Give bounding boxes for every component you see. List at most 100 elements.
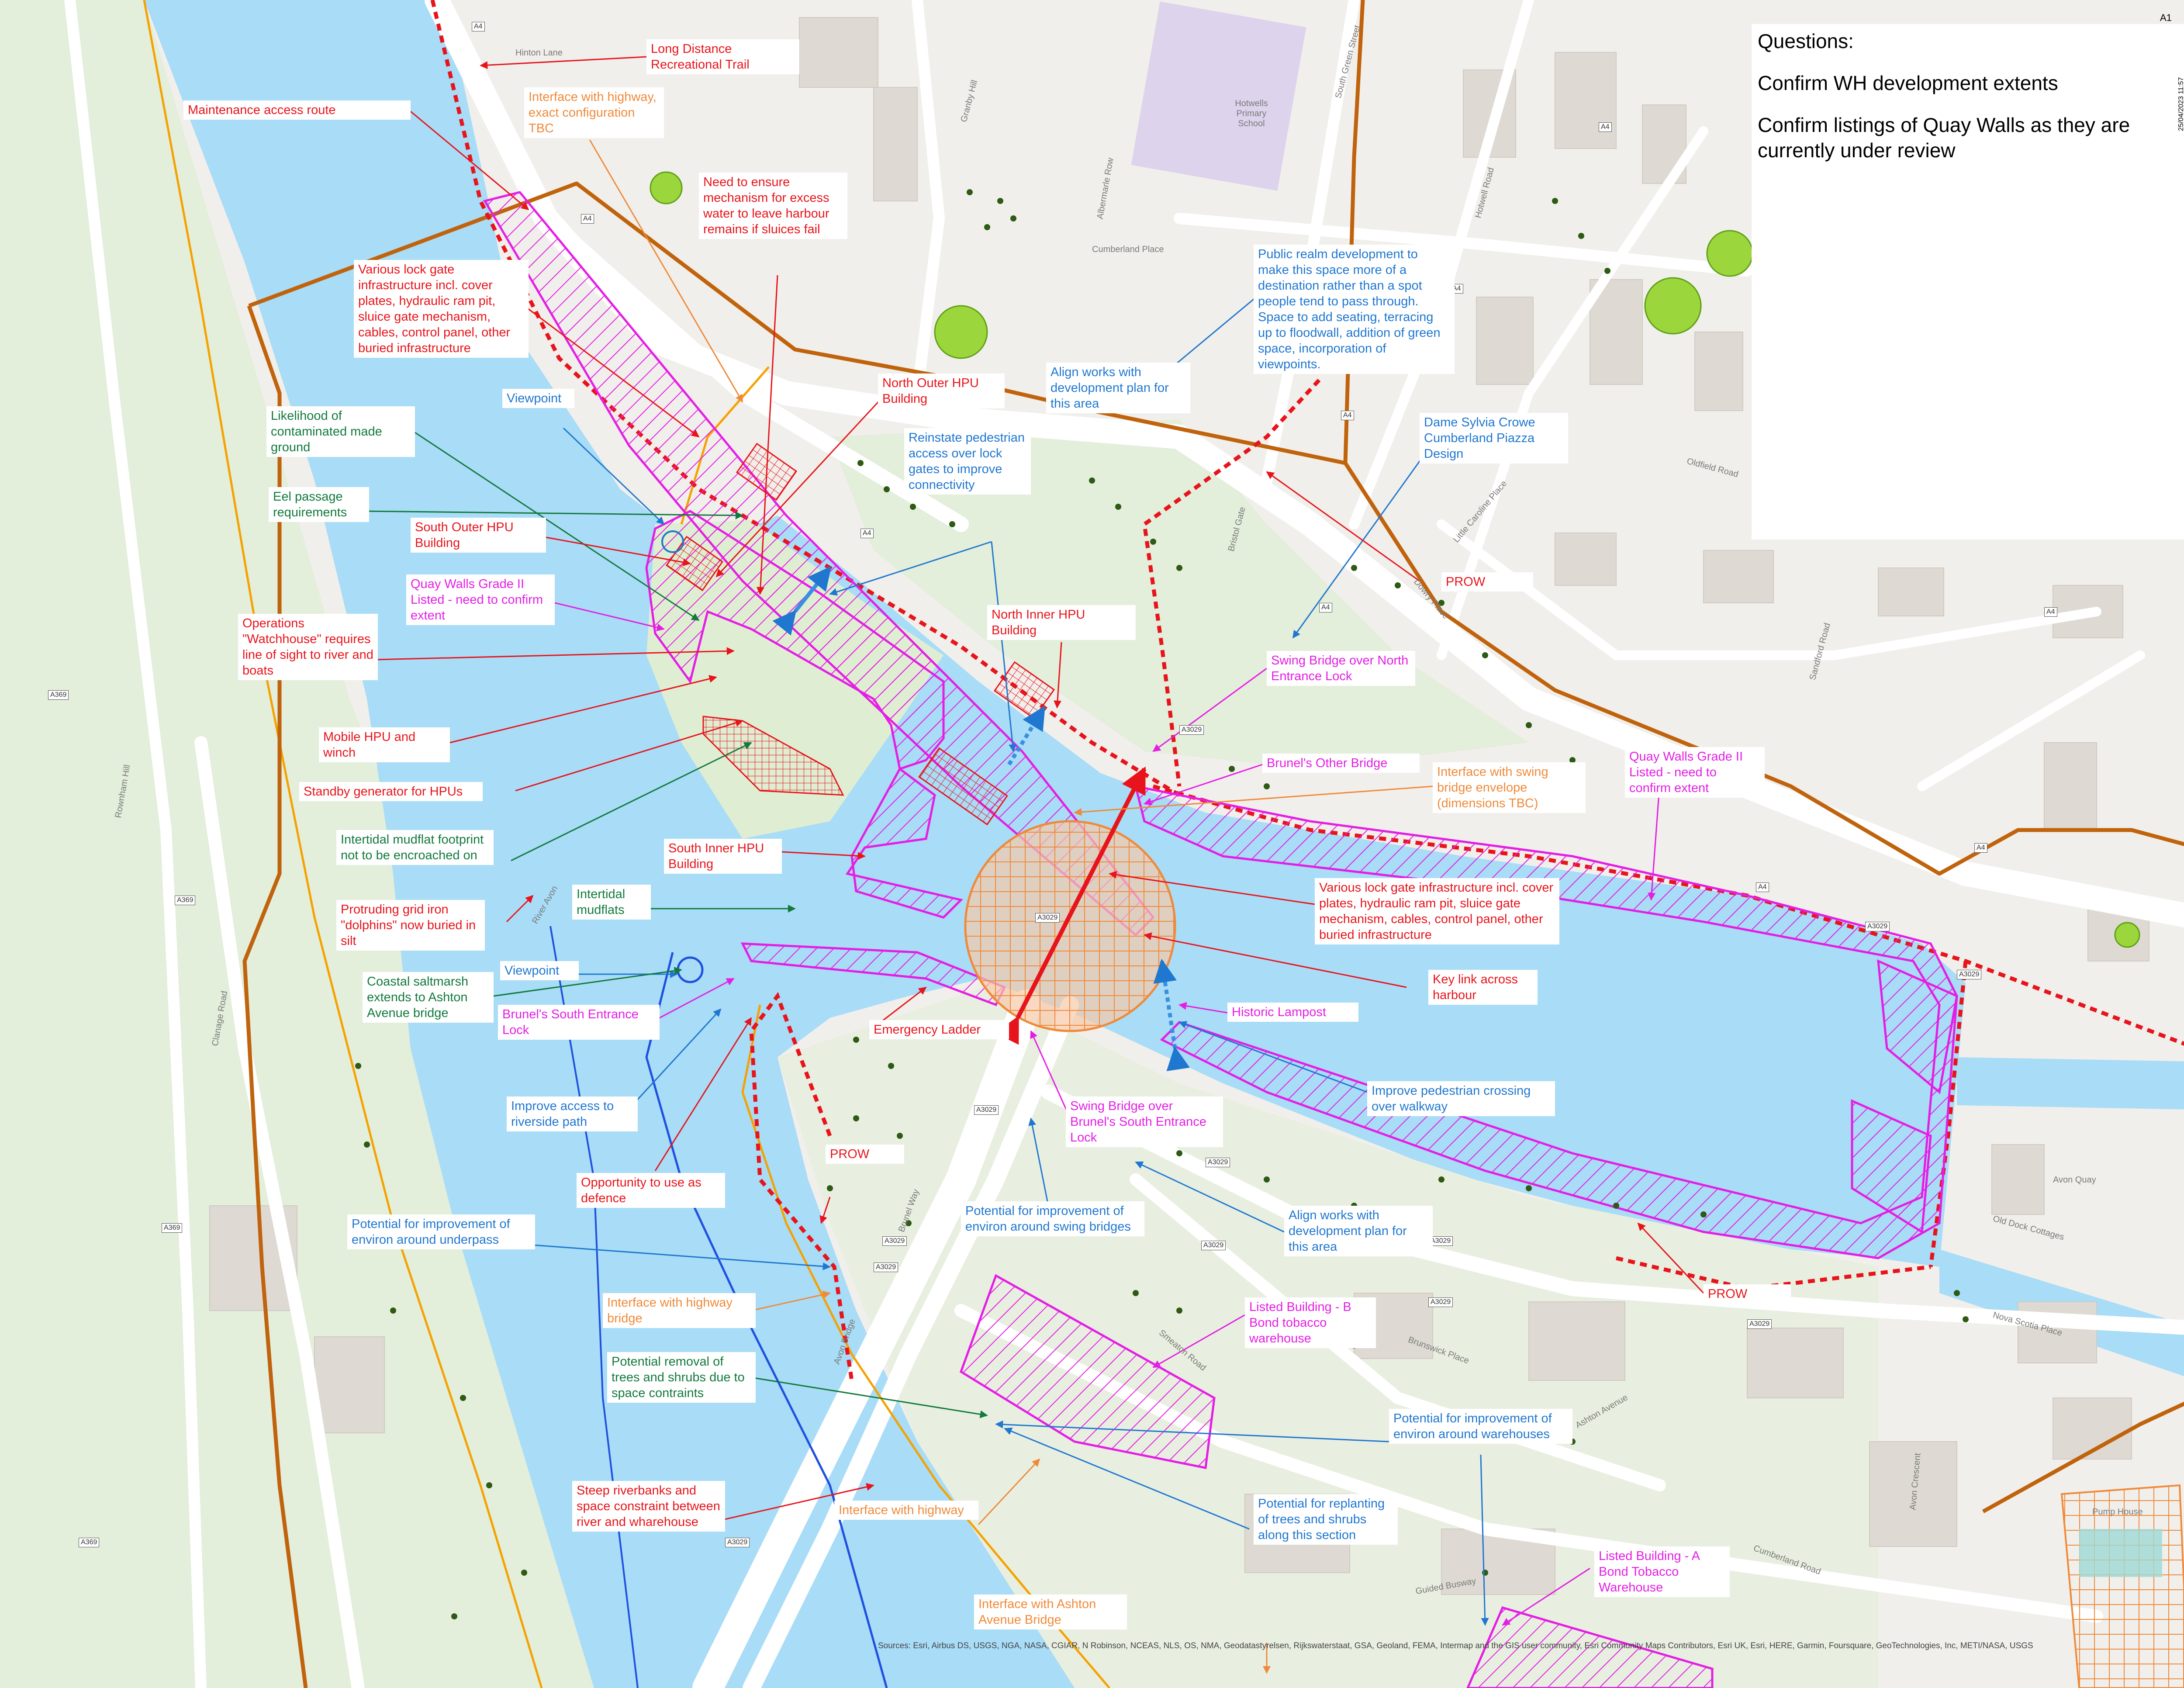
- road-shield-a4: A4: [1341, 411, 1354, 420]
- note-south-inner-hpu: South Inner HPU Building: [664, 839, 782, 874]
- note-steep-riverbanks: Steep riverbanks and space constraint be…: [572, 1481, 725, 1532]
- note-replanting-trees: Potential for replanting of trees and sh…: [1254, 1494, 1398, 1545]
- road-shield-a3029: A3029: [1957, 970, 1982, 979]
- note-lock-gate-north: Various lock gate infrastructure incl. c…: [354, 260, 529, 358]
- road-shield-a369: A369: [48, 690, 69, 700]
- road-shield-a3029: A3029: [1865, 922, 1890, 931]
- reinstate-access-arrow-3: [1153, 958, 1190, 1072]
- road-shield-a4: A4: [860, 529, 874, 538]
- note-prow-west: PROW: [826, 1145, 904, 1164]
- questions-panel: Questions: Confirm WH development extent…: [1752, 24, 2184, 540]
- note-listed-building-b: Listed Building - B Bond tobacco warehou…: [1245, 1297, 1376, 1348]
- note-north-outer-hpu: North Outer HPU Building: [878, 374, 1005, 408]
- road-shield-a3029: A3029: [874, 1263, 898, 1272]
- blue-boundary-west: [549, 926, 639, 1688]
- note-improve-crossing: Improve pedestrian crossing over walkway: [1367, 1081, 1555, 1116]
- swing-bridge-envelope-grid: [965, 821, 1175, 1031]
- label-hotwells-school: Hotwells Primary School: [1235, 99, 1268, 128]
- note-quay-walls-west: Quay Walls Grade II Listed - need to con…: [406, 574, 555, 625]
- note-brunels-other-bridge: Brunel's Other Bridge: [1262, 754, 1420, 773]
- note-coastal-saltmarsh: Coastal saltmarsh extends to Ashton Aven…: [363, 972, 494, 1023]
- note-riverside-path: Improve access to riverside path: [507, 1097, 638, 1131]
- note-interface-highway: Interface with highway: [834, 1501, 978, 1520]
- note-removal-trees: Potential removal of trees and shrubs du…: [607, 1352, 756, 1403]
- note-interface-highway-bridge: Interface with highway bridge: [603, 1293, 756, 1328]
- note-emergency-ladder: Emergency Ladder: [869, 1020, 1009, 1039]
- road-shield-a4: A4: [1756, 882, 1769, 892]
- road-shield-a3029: A3029: [1428, 1297, 1453, 1307]
- note-maintenance-access: Maintenance access route: [183, 100, 411, 120]
- note-align-works-north: Align works with development plan for th…: [1046, 363, 1190, 413]
- note-lock-gate-south: Various lock gate infrastructure incl. c…: [1315, 878, 1559, 944]
- note-standby-generator: Standby generator for HPUs: [299, 782, 483, 801]
- note-interface-highway-tbc: Interface with highway, exact configurat…: [524, 87, 664, 138]
- road-shield-a3029: A3029: [882, 1236, 907, 1246]
- note-grid-iron: Protruding grid iron "dolphins" now buri…: [336, 900, 485, 951]
- road-shield-a3029: A3029: [1747, 1319, 1772, 1329]
- viewpoint-marker-north: [661, 530, 684, 553]
- note-environ-swing-bridges: Potential for improvement of environ aro…: [961, 1201, 1144, 1236]
- note-watchhouse: Operations "Watchhouse" requires line of…: [238, 614, 378, 680]
- note-prow-north: PROW: [1441, 572, 1533, 591]
- note-interface-swing-bridge: Interface with swing bridge envelope (di…: [1433, 762, 1586, 813]
- note-dame-sylvia: Dame Sylvia Crowe Cumberland Piazza Desi…: [1420, 413, 1568, 464]
- note-prow-east: PROW: [1704, 1284, 1791, 1304]
- note-mudflat-footprint: Intertidal mudflat footprint not to be e…: [336, 830, 494, 865]
- note-environ-underpass: Potential for improvement of environ aro…: [347, 1214, 535, 1249]
- map-attribution: Sources: Esri, Airbus DS, USGS, NGA, NAS…: [878, 1641, 2033, 1650]
- note-south-outer-hpu: South Outer HPU Building: [411, 518, 546, 553]
- road-shield-a4: A4: [581, 214, 594, 224]
- pump-house-blue: [2079, 1529, 2162, 1577]
- school-grounds: [1131, 1, 1306, 191]
- road-shield-a3029: A3029: [1201, 1241, 1226, 1250]
- label-avon-quay: Avon Quay: [2053, 1175, 2096, 1185]
- note-swing-bridge-north: Swing Bridge over North Entrance Lock: [1267, 651, 1415, 686]
- print-timestamp: 25/04/2023 11:57: [2177, 77, 2184, 131]
- road-shield-a369: A369: [162, 1223, 183, 1233]
- note-excess-water: Need to ensure mechanism for excess wate…: [699, 173, 847, 239]
- road-shield-a4: A4: [2044, 607, 2057, 617]
- note-listed-building-a: Listed Building - A Bond Tobacco Warehou…: [1594, 1546, 1730, 1597]
- road-shield-a4: A4: [1974, 843, 1987, 853]
- note-historic-lampost: Historic Lampost: [1227, 1003, 1358, 1022]
- road-shield-a4: A4: [472, 22, 485, 31]
- road-shield-a3029: A3029: [1179, 725, 1204, 735]
- note-public-realm: Public realm development to make this sp…: [1254, 245, 1455, 374]
- note-reinstate-access: Reinstate pedestrian access over lock ga…: [904, 428, 1031, 495]
- note-contaminated-ground: Likelihood of contaminated made ground: [266, 406, 415, 457]
- tree-canopy: [650, 171, 2140, 948]
- label-pump-house: Pump House: [2092, 1507, 2143, 1517]
- site-boundary: [242, 0, 2184, 1688]
- note-viewpoint-south: Viewpoint: [500, 961, 579, 980]
- note-key-link: Key link across harbour: [1428, 970, 1538, 1005]
- reinstate-access-arrow-1: [772, 566, 832, 636]
- questions-title: Questions:: [1758, 30, 1854, 52]
- road-shield-a3029: A3029: [1206, 1158, 1230, 1167]
- road-shield-a3029: A3029: [1035, 913, 1060, 923]
- note-long-distance-trail: Long Distance Recreational Trail: [646, 39, 799, 74]
- note-use-as-defence: Opportunity to use as defence: [577, 1173, 725, 1208]
- sheet-size-label: A1: [2160, 12, 2172, 23]
- note-quay-walls-east: Quay Walls Grade II Listed - need to con…: [1625, 747, 1765, 798]
- note-south-entrance-lock: Brunel's South Entrance Lock: [498, 1005, 660, 1040]
- note-viewpoint-north: Viewpoint: [502, 389, 574, 408]
- orange-interface-line-west: [143, 0, 543, 1688]
- road-shield-a3029: A3029: [725, 1538, 750, 1547]
- tree-points: [355, 189, 1969, 1619]
- road-shield-a369: A369: [79, 1538, 100, 1547]
- leader-lines: [362, 56, 1704, 1674]
- label-cumberland-place: Cumberland Place: [1092, 245, 1164, 254]
- note-interface-ashton: Interface with Ashton Avenue Bridge: [974, 1595, 1127, 1629]
- note-environ-warehouses: Potential for improvement of environ aro…: [1389, 1409, 1572, 1444]
- reinstate-access-arrow-2: [1007, 706, 1046, 766]
- key-link-arrow: [995, 766, 1147, 1045]
- building-footprints: [209, 17, 2149, 1595]
- note-north-inner-hpu: North Inner HPU Building: [987, 605, 1136, 640]
- label-hinton-lane: Hinton Lane: [515, 48, 563, 58]
- road-shield-a4: A4: [1319, 603, 1332, 612]
- question-item: Confirm listings of Quay Walls as they a…: [1758, 114, 2130, 162]
- note-mobile-hpu: Mobile HPU and winch: [319, 727, 450, 762]
- road-shield-a4: A4: [1599, 122, 1612, 132]
- note-align-works-south: Align works with development plan for th…: [1284, 1206, 1433, 1256]
- road-shield-a3029: A3029: [974, 1105, 999, 1115]
